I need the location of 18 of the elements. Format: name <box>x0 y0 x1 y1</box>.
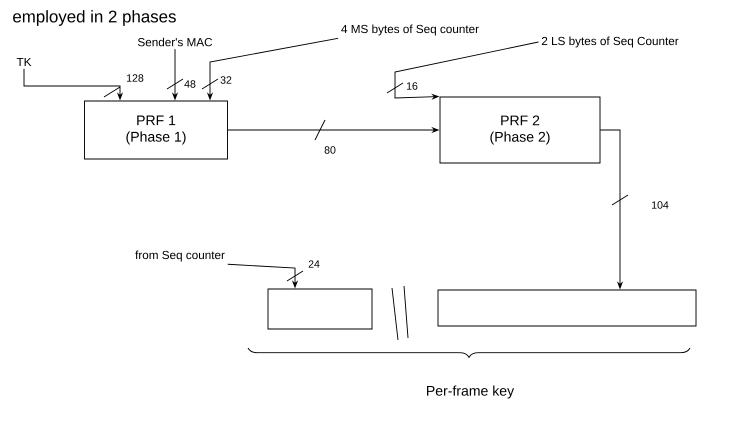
input-label: Sender's MAC <box>138 38 212 46</box>
key-segment <box>438 290 696 326</box>
title: employed in 2 phases <box>13 10 176 26</box>
input-label: TK <box>16 58 32 66</box>
edge-label: 104 <box>650 200 670 210</box>
process-box: PRF 2 (Phase 2) <box>440 96 600 164</box>
input-label: from Seq counter <box>135 250 225 262</box>
edge-label: 80 <box>322 145 338 155</box>
key-segment <box>268 288 372 330</box>
edge-label: 32 <box>218 75 234 85</box>
process-box: PRF 1 (Phase 1) <box>84 100 228 160</box>
input-label: 4 MS bytes of Seq counter <box>341 24 479 36</box>
edge-label: 16 <box>404 81 420 91</box>
brace-label: Per-frame key <box>427 385 514 399</box>
edge-label: 24 <box>306 259 322 269</box>
edge-label: 128 <box>125 73 145 83</box>
edge-label: 48 <box>182 79 198 89</box>
input-label: 2 LS bytes of Seq Counter <box>542 36 678 48</box>
